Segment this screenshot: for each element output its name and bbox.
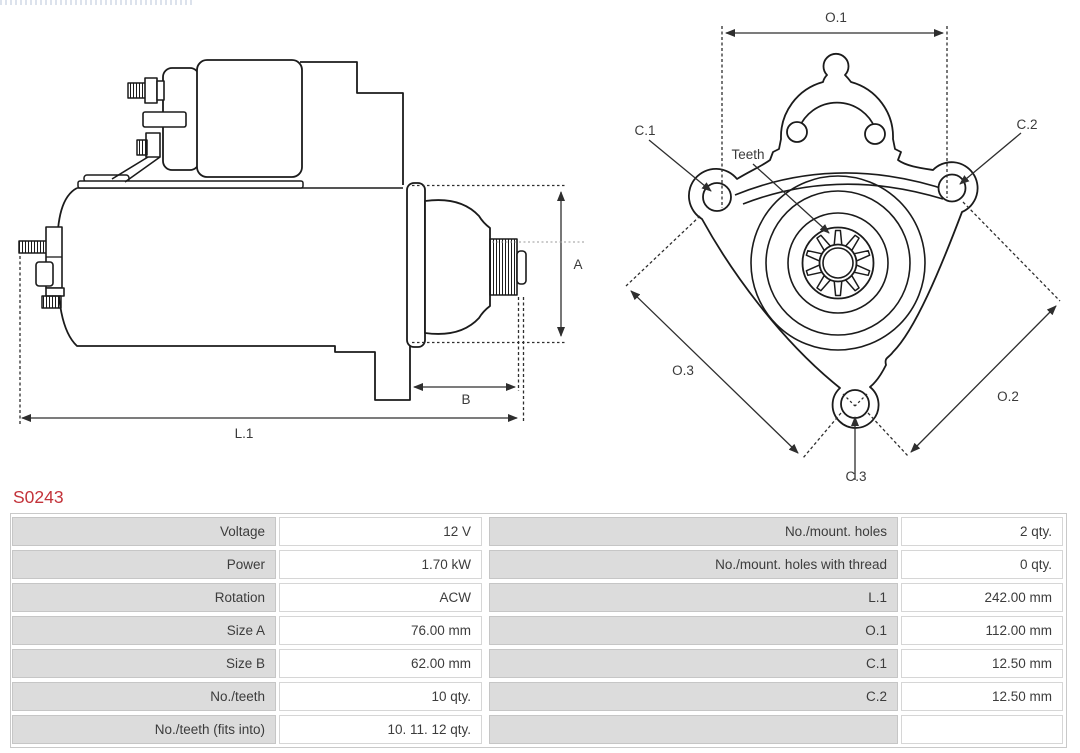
terminal-strap xyxy=(111,156,161,183)
spec-value: 10 qty. xyxy=(279,682,482,711)
spec-label: No./mount. holes xyxy=(489,517,898,546)
spec-value: 62.00 mm xyxy=(279,649,482,678)
dim-label-o2: O.2 xyxy=(997,389,1019,404)
dim-o3-line xyxy=(630,290,799,454)
side-view-dimensions xyxy=(19,184,584,424)
terminal-nut-lower xyxy=(145,132,161,158)
side-view-drawing xyxy=(18,59,527,401)
rear-stud-upper xyxy=(18,240,48,254)
motor-body-fill xyxy=(57,188,410,400)
spec-value: 2 qty. xyxy=(901,517,1063,546)
solenoid-body xyxy=(196,59,303,178)
spec-label: C.1 xyxy=(489,649,898,678)
leader-c1 xyxy=(648,139,712,192)
terminal-stud-lower xyxy=(136,139,148,156)
front-view-dimensions xyxy=(625,26,1061,480)
part-number: S0243 xyxy=(13,487,64,507)
dome-hole-right xyxy=(864,123,886,145)
spec-value: 12.50 mm xyxy=(901,682,1063,711)
drive-bracket xyxy=(300,61,404,185)
table-row: No./teeth (fits into) 10. 11. 12 qty. xyxy=(12,715,1065,744)
mount-hole-c2 xyxy=(937,173,967,203)
bell-cone xyxy=(424,199,491,335)
pinion-bore-outer xyxy=(818,243,858,283)
mount-hole-c3 xyxy=(840,389,870,419)
bell-lip xyxy=(406,182,426,348)
dim-label-a: A xyxy=(573,257,582,272)
dim-o1-extension xyxy=(721,26,948,208)
dome-inner-arc xyxy=(797,101,877,132)
spec-value: 12 V xyxy=(279,517,482,546)
dim-o2-line xyxy=(910,305,1057,453)
spec-label: C.2 xyxy=(489,682,898,711)
table-row: Rotation ACW L.1 242.00 mm xyxy=(12,583,1065,612)
flange-ridge-inner xyxy=(742,183,944,205)
top-plate xyxy=(77,180,304,189)
spec-label: L.1 xyxy=(489,583,898,612)
spec-value: 12.50 mm xyxy=(901,649,1063,678)
spec-value xyxy=(901,715,1063,744)
pinion-end-cap xyxy=(516,250,527,285)
solenoid-bar xyxy=(142,111,187,128)
spec-label: No./teeth (fits into) xyxy=(12,715,276,744)
spec-label: No./mount. holes with thread xyxy=(489,550,898,579)
spec-value: 112.00 mm xyxy=(901,616,1063,645)
terminal-stud-upper xyxy=(127,82,147,99)
dim-label-l1: L.1 xyxy=(235,426,254,441)
leader-teeth xyxy=(752,163,830,234)
flange-ridge-outer xyxy=(734,172,951,196)
rear-stud-lower xyxy=(41,295,62,309)
pinion-bore-inner xyxy=(822,247,854,279)
dim-label-b: B xyxy=(461,392,470,407)
table-row: No./teeth 10 qty. C.2 12.50 mm xyxy=(12,682,1065,711)
spec-label: Size A xyxy=(12,616,276,645)
front-view-drawing xyxy=(688,52,979,429)
dim-o3-extension xyxy=(625,215,842,459)
dome-hole-left xyxy=(786,121,808,143)
dim-o2-extension xyxy=(867,201,1061,457)
spec-value: 1.70 kW xyxy=(279,550,482,579)
rear-bracket-step xyxy=(45,287,65,297)
leader-c2 xyxy=(959,132,1022,185)
terminal-nut-upper-inner xyxy=(156,80,165,101)
dim-label-o3: O.3 xyxy=(672,363,694,378)
dim-a-extension xyxy=(412,184,566,344)
spec-label xyxy=(489,715,898,744)
spec-value: 242.00 mm xyxy=(901,583,1063,612)
technical-drawing: A B L.1 xyxy=(18,10,1061,484)
spec-label: Voltage xyxy=(12,517,276,546)
boss-circle-mid xyxy=(765,190,911,336)
dim-b-extension xyxy=(517,297,525,421)
dim-label-c2: C.2 xyxy=(1016,117,1037,132)
table-row: Voltage 12 V No./mount. holes 2 qty. xyxy=(12,517,1065,546)
dim-label-o1: O.1 xyxy=(825,10,847,25)
spec-value: 76.00 mm xyxy=(279,616,482,645)
gear-ring-circle xyxy=(801,226,875,300)
dim-label-c1: C.1 xyxy=(634,123,655,138)
watermark-strip xyxy=(0,0,192,5)
spec-value: 10. 11. 12 qty. xyxy=(279,715,482,744)
spec-value: 0 qty. xyxy=(901,550,1063,579)
teeth-label: Teeth xyxy=(731,147,764,162)
dim-label-c3: C.3 xyxy=(845,469,866,484)
rear-block xyxy=(35,261,54,287)
terminal-nut-upper xyxy=(144,77,158,104)
table-row: Size B 62.00 mm C.1 12.50 mm xyxy=(12,649,1065,678)
boss-circle-outer xyxy=(750,175,926,351)
table-row: Power 1.70 kW No./mount. holes with thre… xyxy=(12,550,1065,579)
spec-table: Voltage 12 V No./mount. holes 2 qty. Pow… xyxy=(10,513,1067,748)
spec-label: O.1 xyxy=(489,616,898,645)
flange-outline xyxy=(688,52,979,429)
spec-value: ACW xyxy=(279,583,482,612)
boss-circle-inner xyxy=(787,212,889,314)
spec-label: No./teeth xyxy=(12,682,276,711)
table-row: Size A 76.00 mm O.1 112.00 mm xyxy=(12,616,1065,645)
spec-label: Power xyxy=(12,550,276,579)
spec-label: Size B xyxy=(12,649,276,678)
pinion-side xyxy=(489,238,518,296)
spec-label: Rotation xyxy=(12,583,276,612)
